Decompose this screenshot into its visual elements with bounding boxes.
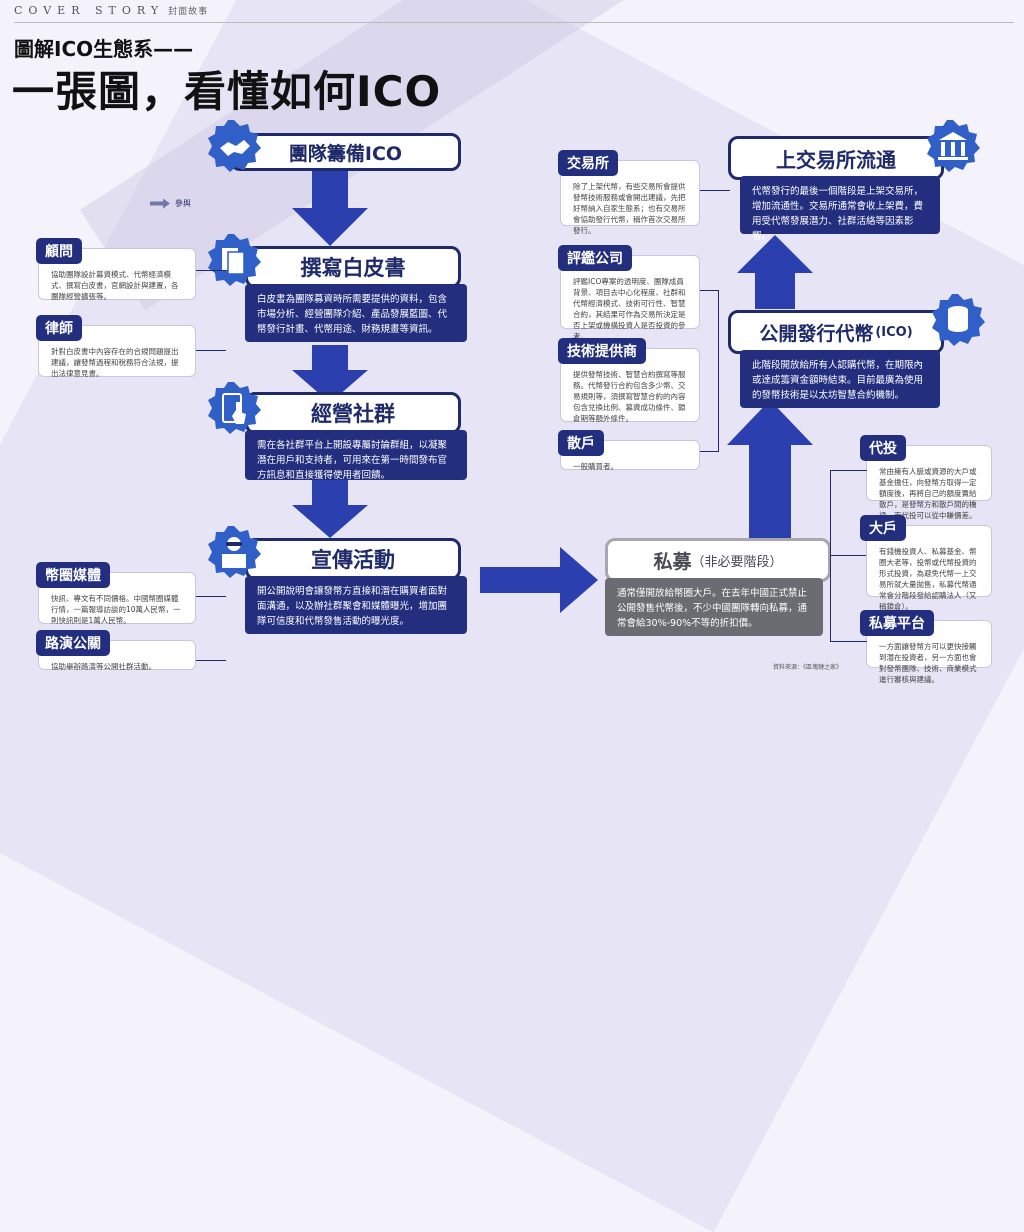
documents-icon: [206, 232, 262, 288]
flow-arrow-down-3: [292, 480, 368, 538]
card-roadshow-pr-tab: 路演公關: [36, 630, 110, 656]
connector: [830, 470, 867, 642]
card-retail-tab: 散戶: [558, 430, 604, 456]
connector: [196, 596, 226, 597]
flow-arrow-up-2: [737, 235, 813, 309]
card-tech-provider-tab: 技術提供商: [558, 338, 646, 364]
connector: [830, 555, 866, 556]
connector: [700, 290, 719, 452]
card-exchange-tab: 交易所: [558, 150, 618, 176]
card-proxy-investor-tab: 代投: [860, 435, 906, 461]
card-whale-tab: 大戶: [860, 515, 906, 541]
connector: [700, 190, 730, 191]
flow-arrow-down-2: [292, 345, 368, 403]
flow-arrow-down-1: [292, 168, 368, 246]
source-credit: 資料來源：《區塊鏈之家》: [773, 664, 843, 671]
page-subtitle: 圖解ICO生態系——: [14, 37, 194, 61]
connector: [196, 660, 226, 661]
whitepaper-desc: 白皮書為團隊募資時所需要提供的資料，包含市場分析、經營團隊介紹、產品發展藍圖、代…: [245, 284, 467, 342]
exchange-desc: 代幣發行的最後一個階段是上架交易所，增加流通性。交易所通常會收上架費，費用受代幣…: [740, 176, 940, 242]
header-rule: [14, 22, 1014, 23]
card-crypto-media-tab: 幣圈媒體: [36, 562, 110, 588]
touch-phone-icon: [206, 380, 262, 436]
card-rating-firm-tab: 評鑑公司: [558, 245, 632, 271]
step-team-prep: 團隊籌備ICO: [230, 133, 461, 171]
page-title: 一張圖，看懂如何ICO: [12, 67, 442, 116]
card-proxy-investor: 常由擁有人脈或資源的大戶或基金擔任，向發幣方取得一定額度後，再將自己的額度賣給散…: [866, 445, 992, 520]
card-crypto-media: 快訊、專文有不同價格。中國幣圈媒體行情，一篇報導訪談的10萬人民幣，一則快訊則是…: [38, 572, 196, 625]
presenter-icon: [206, 524, 262, 580]
card-private-platform-tab: 私募平台: [860, 610, 934, 636]
flow-arrow-up-1: [727, 400, 813, 548]
connector: [196, 350, 226, 351]
connector: [196, 270, 226, 271]
flow-arrow-right: [480, 547, 598, 613]
card-lawyer-tab: 律師: [36, 315, 82, 341]
step-promotion: 宣傳活動: [245, 538, 461, 580]
private-desc: 通常僅開放給幣圈大戶。在去年中國正式禁止公開發售代幣後，不少中國團隊轉向私募，通…: [605, 578, 823, 636]
legend: 參與: [150, 198, 191, 209]
step-whitepaper: 撰寫白皮書: [245, 246, 461, 288]
public-offering-desc: 此階段開放給所有人認購代幣，在期限內或達成籌資金額時結束。目前最廣為使用的發幣技…: [740, 350, 940, 408]
community-desc: 需在各社群平台上開設專屬討論群組，以凝聚潛在用戶和支持者，可用來在第一時間發布官…: [245, 430, 467, 481]
promotion-desc: 開公開說明會讓發幣方直接和潛在購買者面對面溝通，以及辦社群聚會和媒體曝光，增加團…: [245, 576, 467, 634]
exchange-building-icon: [925, 118, 981, 174]
coin-stack-icon: [930, 292, 986, 348]
legend-arrow-icon: [150, 198, 170, 209]
step-public-offering: 公開發行代幣(ICO): [728, 310, 944, 354]
step-exchange-listing: 上交易所流通: [728, 136, 944, 180]
step-community: 經營社群: [245, 392, 461, 434]
step-private-placement: 私募（非必要階段）: [605, 538, 831, 582]
card-consultant-tab: 顧問: [36, 238, 82, 264]
card-consultant: 協助團隊設計募資模式、代幣經濟模式、撰寫白皮書，官網設計與建置，各團隊經營擴張等…: [38, 248, 196, 301]
handshake-icon: [206, 118, 262, 174]
